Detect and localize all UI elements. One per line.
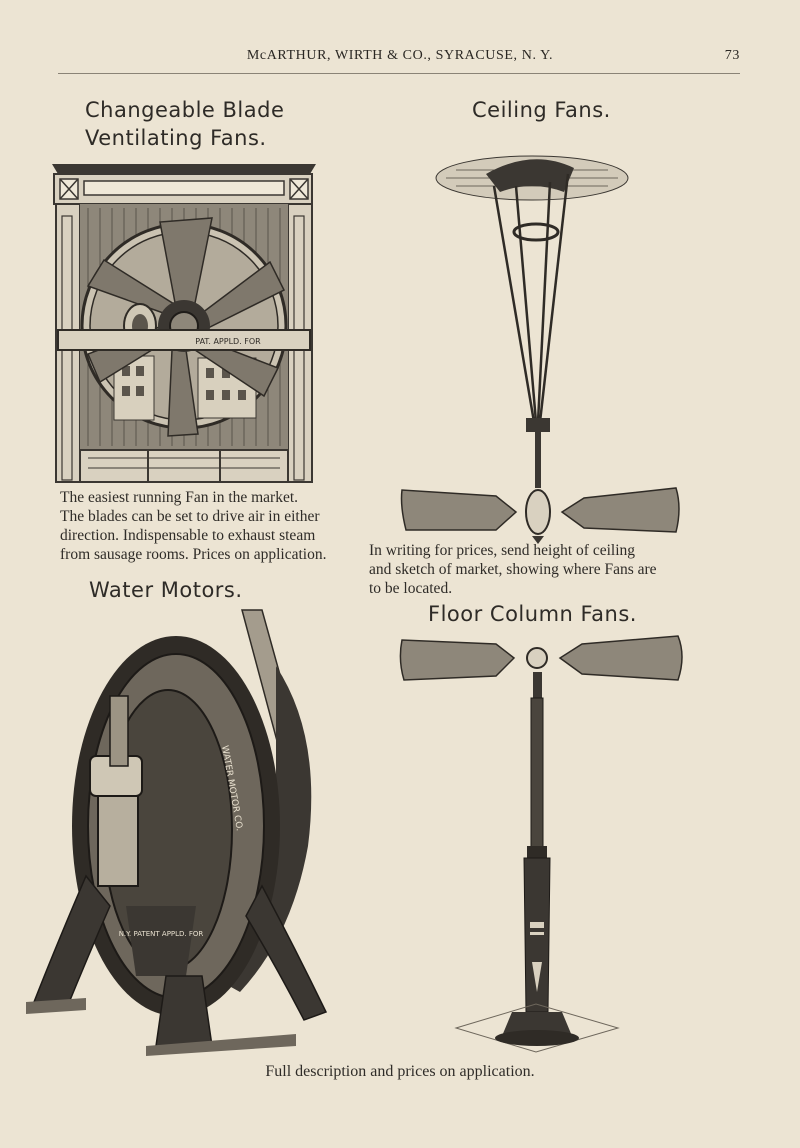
blade-fans-desc-line: from sausage rooms. Prices on applicatio… [60, 546, 327, 563]
water-motor-illustration: WATER MOTOR CO. N.Y. PATENT APPLD. FOR [26, 609, 328, 1056]
window-fan-illustration: PAT. APPLD. FOR [52, 164, 316, 483]
running-head: McARTHUR, WIRTH & CO., SYRACUSE, N. Y. 7… [60, 48, 740, 68]
blade-fans-desc-line: The blades can be set to drive air in ei… [60, 508, 320, 525]
header-rule [58, 73, 740, 74]
ceiling-fans-description: In writing for prices, send height of ce… [369, 541, 749, 598]
blade-fans-desc-line: direction. Indispensable to exhaust stea… [60, 527, 316, 544]
header-title: McARTHUR, WIRTH & CO., SYRACUSE, N. Y. [246, 48, 554, 63]
footer-note: Full description and prices on applicati… [265, 1063, 535, 1080]
blade-fans-heading: Changeable Blade Ventilating Fans. [85, 96, 284, 152]
blade-fans-desc-line: The easiest running Fan in the market. [60, 489, 299, 506]
ceiling-fans-desc-line: and sketch of market, showing where Fans… [369, 561, 657, 578]
water-motors-heading: Water Motors. [89, 576, 243, 604]
floor-fans-heading: Floor Column Fans. [428, 600, 637, 628]
ceiling-fans-desc-line: In writing for prices, send height of ce… [369, 542, 636, 559]
badge-text: N.Y. PATENT APPLD. FOR [119, 930, 204, 938]
ceiling-fans-heading: Ceiling Fans. [472, 96, 611, 124]
plate-text: PAT. APPLD. FOR [195, 337, 261, 346]
ceiling-fan-illustration [400, 155, 680, 544]
blade-fans-heading-line1: Changeable Blade [85, 98, 285, 122]
water-motors-heading-text: Water Motors. [89, 578, 243, 602]
ceiling-fans-heading-text: Ceiling Fans. [472, 98, 611, 122]
page-number: 73 [724, 48, 740, 63]
ceiling-fans-desc-line: to be located. [369, 580, 453, 597]
floor-column-fan-illustration [399, 635, 683, 1053]
blade-fans-heading-line2: Ventilating Fans. [85, 126, 267, 150]
blade-fans-description: The easiest running Fan in the market. T… [60, 488, 360, 564]
floor-fans-heading-text: Floor Column Fans. [428, 602, 637, 626]
